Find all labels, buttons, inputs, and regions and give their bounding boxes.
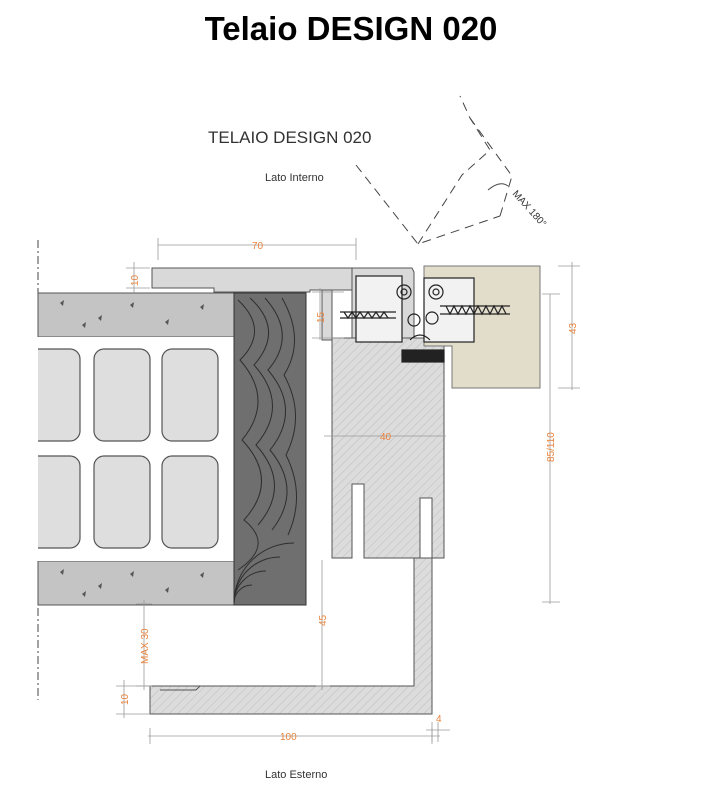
svg-text:85/110: 85/110 — [546, 432, 557, 462]
svg-text:15: 15 — [316, 311, 327, 323]
wood-counterframe — [233, 292, 307, 606]
dim-10-bottom: 10 — [116, 680, 150, 718]
dim-max-30: MAX 30 — [136, 600, 152, 690]
dim-45: 45 — [316, 560, 330, 690]
angle-arc — [487, 183, 509, 191]
svg-text:100: 100 — [280, 732, 297, 743]
hinge — [340, 275, 510, 363]
svg-text:4: 4 — [436, 714, 442, 725]
side-outer-label: Lato Esterno — [265, 769, 327, 781]
svg-text:40: 40 — [380, 432, 392, 443]
svg-text:10: 10 — [130, 274, 141, 286]
wall-section — [0, 292, 239, 606]
svg-text:MAX 30: MAX 30 — [140, 628, 151, 664]
dim-85-110: 85/110 — [542, 293, 560, 604]
side-inner-label: Lato Interno — [265, 172, 324, 184]
brick-holes — [27, 348, 219, 549]
plaster-top — [37, 292, 239, 338]
dim-10-top: 10 — [126, 262, 150, 293]
svg-text:45: 45 — [318, 614, 329, 626]
door-swing-outline — [355, 95, 513, 245]
svg-text:10: 10 — [120, 693, 131, 705]
dim-4: 4 — [426, 714, 450, 742]
drawing-name: TELAIO DESIGN 020 — [208, 128, 371, 147]
plaster-bottom — [37, 560, 239, 606]
svg-text:43: 43 — [568, 322, 579, 334]
dim-70: 70 — [157, 238, 357, 260]
page-title: Telaio DESIGN 020 — [204, 10, 498, 47]
dim-40: 40 — [324, 432, 446, 443]
angle-label: MAX 180° — [510, 189, 548, 230]
dim-43: 43 — [558, 262, 580, 390]
dim-15: 15 — [312, 288, 344, 340]
dim-100: 100 — [148, 728, 440, 744]
aggregate-marks — [60, 300, 204, 597]
svg-text:70: 70 — [252, 241, 264, 252]
